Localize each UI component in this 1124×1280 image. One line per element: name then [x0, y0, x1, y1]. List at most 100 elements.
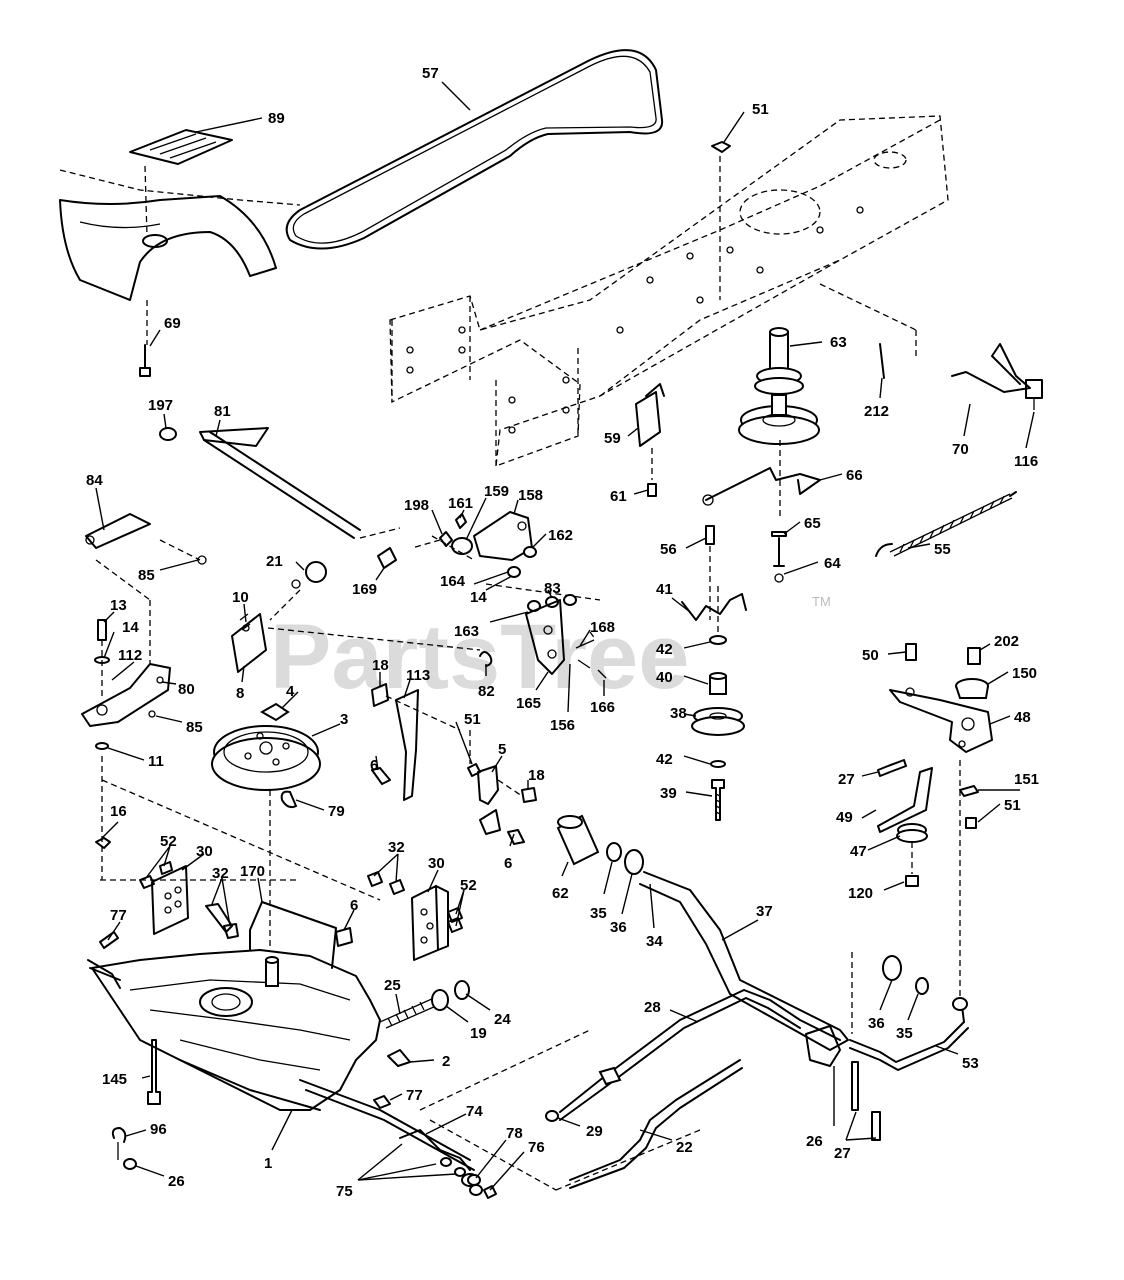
callout-47: 47: [850, 843, 867, 860]
callout-labels: 89 57 51 69 197 81 63 212 70 116 59 61 6…: [86, 65, 1039, 1200]
clip-2: [387, 1049, 411, 1067]
callout-168: 168: [590, 619, 615, 636]
callout-4: 4: [286, 683, 295, 700]
callout-89: 89: [268, 110, 285, 127]
pulley-stack-38: [691, 586, 745, 821]
pulley-3: [211, 702, 321, 950]
callout-96: 96: [150, 1121, 167, 1138]
callout-14: 14: [470, 589, 487, 606]
bracket-84: [85, 513, 207, 664]
callout-42: 42: [656, 751, 673, 768]
bolt-65-64: [771, 531, 787, 583]
bracket-113: [371, 683, 461, 801]
bracket-30-right: [335, 871, 463, 961]
rod-66: [705, 467, 821, 501]
callout-78: 78: [506, 1125, 523, 1142]
callout-63: 63: [830, 334, 847, 351]
callout-164: 164: [440, 573, 466, 590]
callout-116: 116: [1014, 453, 1038, 470]
callout-36: 36: [610, 919, 627, 936]
rod-81: [159, 427, 401, 539]
callout-25: 25: [384, 977, 401, 994]
callout-21: 21: [266, 553, 283, 570]
callout-202: 202: [994, 633, 1019, 650]
callout-26: 26: [168, 1173, 185, 1190]
callout-48: 48: [1014, 709, 1031, 726]
bolt-145: [147, 1039, 161, 1105]
callout-56: 56: [660, 541, 677, 558]
callout-10: 10: [232, 589, 249, 606]
leader-lines: [95, 81, 1035, 1191]
callout-159: 159: [484, 483, 509, 500]
callout-34: 34: [646, 933, 663, 950]
callout-37: 37: [756, 903, 773, 920]
callout-55: 55: [934, 541, 951, 558]
callout-70: 70: [952, 441, 969, 458]
callout-41: 41: [656, 581, 673, 598]
bolt-56: [705, 525, 715, 545]
pin-96: [111, 1127, 137, 1170]
callout-24: 24: [494, 1011, 511, 1028]
callout-212: 212: [864, 403, 889, 420]
callout-74: 74: [466, 1103, 483, 1120]
callout-75: 75: [336, 1183, 353, 1200]
drive-belt: [285, 49, 664, 250]
callout-5: 5: [498, 741, 506, 758]
callout-64: 64: [824, 555, 841, 572]
callout-150: 150: [1012, 665, 1037, 682]
bolt-212: [879, 343, 885, 379]
callout-49: 49: [836, 809, 853, 826]
callout-76: 76: [528, 1139, 545, 1156]
pin-77-mid: [373, 1095, 391, 1109]
callout-35: 35: [590, 905, 607, 922]
pin-77-left: [99, 931, 119, 949]
bracket-158: [411, 511, 537, 561]
transaxle-1: [87, 949, 483, 1196]
callout-85: 85: [138, 567, 155, 584]
callout-27: 27: [834, 1145, 851, 1162]
callout-151: 151: [1014, 771, 1039, 788]
callout-162: 162: [548, 527, 573, 544]
callout-166: 166: [590, 699, 615, 716]
callout-18: 18: [528, 767, 545, 784]
callout-65: 65: [804, 515, 821, 532]
clip-82: [479, 651, 493, 667]
callout-77: 77: [110, 907, 127, 924]
callout-59: 59: [604, 430, 621, 447]
callout-62: 62: [552, 885, 569, 902]
callout-57: 57: [422, 65, 439, 82]
clip-41: [681, 593, 747, 621]
callout-197: 197: [148, 397, 173, 414]
callout-84: 84: [86, 472, 103, 489]
bracket-165-assembly: [485, 566, 607, 679]
callout-82: 82: [478, 683, 495, 700]
watermark: PartsTree TM: [270, 594, 831, 708]
bracket-48-assembly: [889, 643, 993, 753]
callout-29: 29: [586, 1123, 603, 1140]
callout-198: 198: [404, 497, 429, 514]
callout-11: 11: [148, 753, 164, 770]
bracket-80: [81, 619, 381, 901]
callout-36: 36: [868, 1015, 885, 1032]
callout-51: 51: [752, 101, 769, 118]
callout-51: 51: [464, 711, 481, 728]
callout-14: 14: [122, 619, 139, 636]
callout-85: 85: [186, 719, 203, 736]
callout-32: 32: [388, 839, 405, 856]
watermark-text: PartsTree: [270, 606, 689, 708]
callout-66: 66: [846, 467, 863, 484]
idler-47-assembly: [877, 759, 933, 887]
callout-6: 6: [504, 855, 512, 872]
rod-28-22: [545, 989, 881, 1189]
callout-52: 52: [460, 877, 477, 894]
callout-169: 169: [352, 581, 377, 598]
bracket-30-left: [139, 861, 239, 939]
callout-161: 161: [448, 495, 473, 512]
callout-38: 38: [670, 705, 687, 722]
tractor-frame: [389, 115, 949, 467]
callout-18: 18: [372, 657, 389, 674]
callout-156: 156: [550, 717, 575, 734]
rod-53: [849, 952, 969, 1071]
callout-16: 16: [110, 803, 127, 820]
rod-37: [556, 814, 849, 1051]
